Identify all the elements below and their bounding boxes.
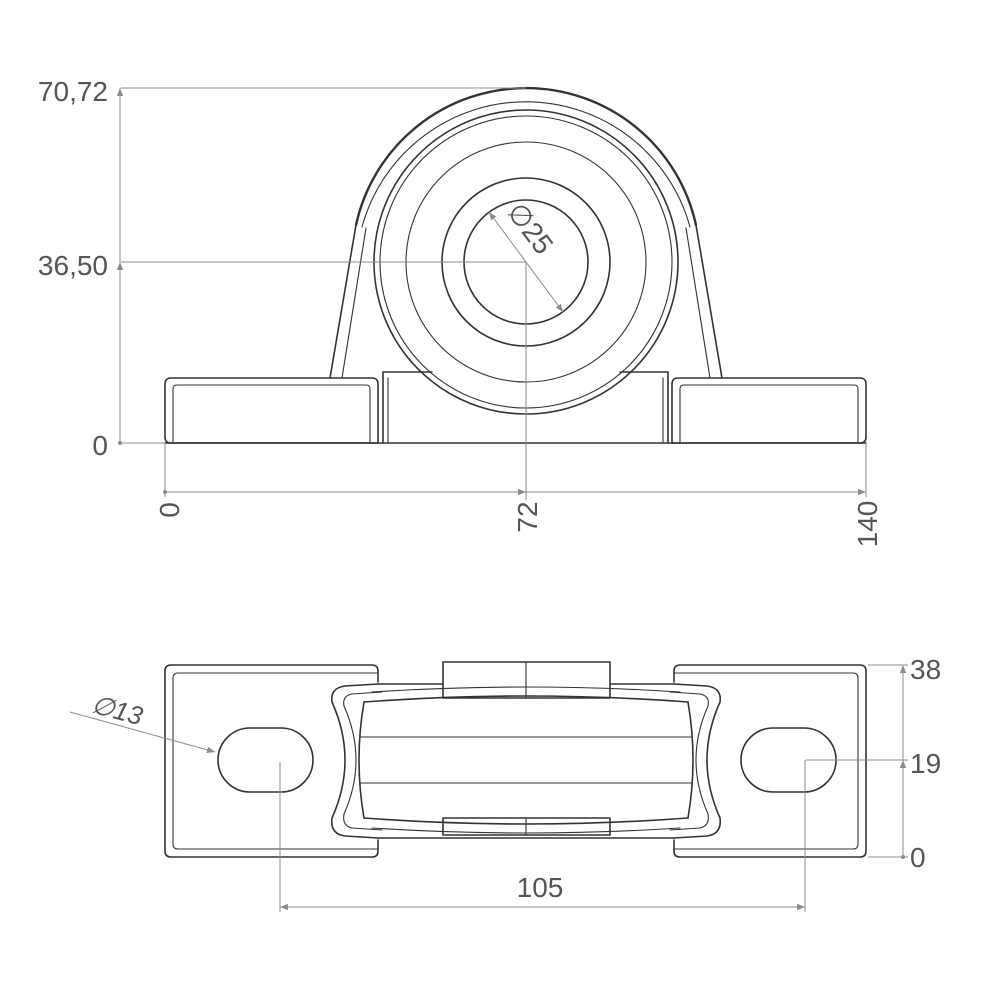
top-view-plates [164,664,867,858]
center-block-right-edge [619,371,669,444]
width-label-right: 140 [852,501,883,548]
right-plate-inner-edge [673,672,859,850]
width-center-arrow [518,488,526,496]
depth-label-base: 0 [910,842,926,873]
housing-right-side-top [673,683,722,839]
housing-left-side-inner-top [343,691,383,831]
top-view: 105 38 19 0 ∅13 [69,654,941,912]
housing-right-side [695,224,723,379]
height-center-arrow [116,262,124,270]
width-label-left: 0 [154,502,185,518]
height-label-center: 36,50 [38,250,108,281]
slot-diameter-leader [69,711,216,753]
right-foot-inner-edge [679,384,859,444]
housing-left-side [329,224,357,379]
width-left-dot [163,490,167,494]
height-base-dot [118,441,122,445]
height-label-top: 70,72 [38,76,108,107]
left-foot-inner-edge [172,384,371,444]
left-plate-outline [164,664,379,858]
height-label-base: 0 [92,430,108,461]
top-view-bearing [358,695,694,825]
housing-right-side-inner-top [669,691,709,831]
front-view-dimensions: 70,72 36,50 0 0 72 140 ∅25 [38,76,883,547]
housing-left-side-top [330,683,379,839]
left-plate-inner-edge [172,672,379,850]
housing-outer-arc-inner [361,101,691,228]
left-mounting-slot [217,727,314,793]
front-view: 70,72 36,50 0 0 72 140 ∅25 [38,76,883,547]
bearing-band-right [687,701,694,819]
bolt-spacing-label: 105 [517,872,564,903]
housing-left-side-inner [341,227,367,379]
front-view-base [164,371,867,444]
top-view-lubricator [442,661,611,836]
depth-center-arrow [899,760,907,768]
slot-diameter-label: ∅13 [88,689,146,731]
bore-diameter-label: ∅25 [501,197,559,260]
bore-diameter-line [488,211,564,313]
top-view-housing [330,683,722,839]
depth-label-center: 19 [910,748,941,779]
center-block-left-edge [382,371,433,444]
bearing-band-left [358,701,365,819]
housing-right-side-inner [685,227,711,379]
depth-label-top: 38 [910,654,941,685]
right-foot-outline [671,377,867,444]
right-plate-outline [673,664,867,858]
width-label-center: 72 [512,501,543,532]
left-foot-outline [164,377,379,444]
depth-base-dot [901,855,905,859]
